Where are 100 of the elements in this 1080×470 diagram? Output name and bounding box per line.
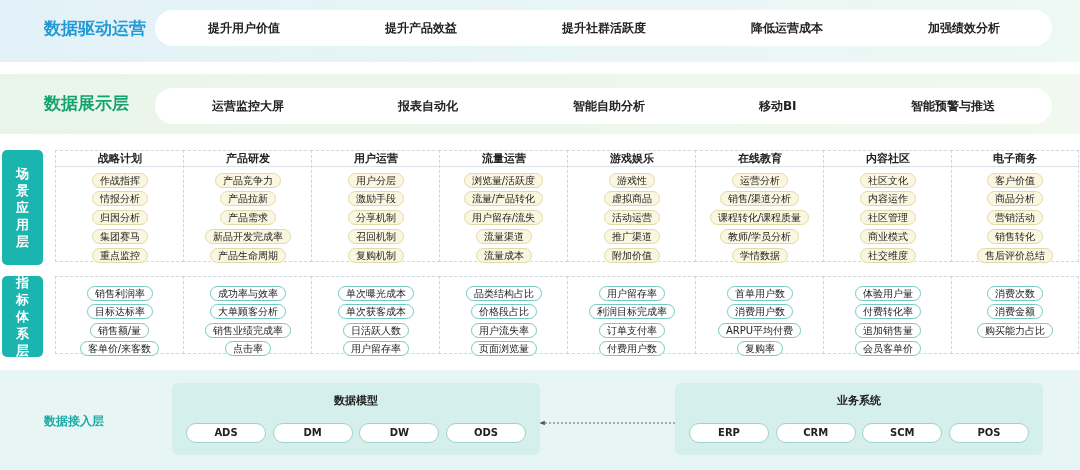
scene-tag: 产品生命周期	[209, 248, 286, 264]
metric-tag: 体验用户量	[854, 285, 921, 301]
scene-tag: 重点监控	[91, 248, 148, 264]
layer-title: 数据展示层	[44, 92, 129, 115]
scene-tag: 产品需求	[219, 210, 276, 226]
metric-tag: 购买能力占比	[977, 322, 1053, 338]
metric-tag: 付费用户数	[598, 341, 665, 356]
metric-tag: 复购率	[736, 341, 783, 356]
bar-item-text: 提升产品效益	[384, 19, 457, 37]
bar-item-text: 提升用户价值	[207, 19, 280, 37]
bar-item-text: 移动BI	[758, 97, 797, 115]
scene-tag: 营销活动	[987, 210, 1043, 226]
scene-tag: 浏览量/活跃度	[463, 172, 544, 188]
scene-tag: 销售/渠道分析	[719, 191, 800, 207]
column-header: 用户运营	[312, 151, 439, 167]
scene-tag: 分享机制	[347, 210, 404, 226]
scene-tag: 销售转化	[987, 229, 1043, 245]
scene-tag: 附加价值	[603, 248, 660, 264]
metric-tag: 用户留存率	[598, 285, 665, 301]
column-header: 在线教育	[696, 151, 823, 167]
system-panel	[675, 383, 1043, 455]
metric-tag: 大单顾客分析	[209, 304, 286, 319]
column-header: 产品研发	[184, 151, 311, 167]
table-column	[439, 276, 568, 354]
table-column	[183, 276, 312, 354]
scene-tag: 商业模式	[859, 229, 916, 245]
bar-item-text: 智能自助分析	[572, 97, 645, 115]
column-header: 游戏娱乐	[568, 151, 695, 167]
metric-tag: 消费次数	[987, 285, 1043, 301]
metric-tag: 价格段占比	[470, 304, 537, 319]
panel-title: 数据模型	[333, 393, 379, 408]
scene-tag: 活动运营	[603, 210, 660, 226]
table-column	[311, 276, 440, 354]
column-header: 战略计划	[56, 151, 183, 167]
column-header: 电子商务	[952, 151, 1078, 167]
scene-tag: 集团赛马	[91, 229, 148, 245]
system-pill: ADS	[186, 423, 266, 443]
metric-tag: 单次获客成本	[337, 304, 414, 319]
scene-tag: 用户留存/流失	[463, 210, 544, 226]
metric-tag: 日活跃人数	[342, 322, 409, 338]
scene-tag: 商品分析	[987, 191, 1043, 207]
scene-tag: 用户分层	[347, 172, 404, 188]
scene-tag: 流量/产品转化	[463, 191, 544, 207]
scene-tag: 售后评价总结	[977, 248, 1053, 264]
scene-tag: 游戏性	[608, 172, 655, 188]
table-column	[951, 276, 1079, 354]
layer-title: 数据驱动运营	[44, 17, 146, 40]
scene-tag: 课程转化/课程质量	[709, 210, 810, 226]
bar-item-text: 提升社群活跃度	[561, 19, 646, 37]
scene-tag: 产品竞争力	[214, 172, 281, 188]
metric-tag: 追加销售量	[854, 322, 921, 338]
scene-tag: 作战指挥	[91, 172, 148, 188]
scene-tag: 产品拉新	[219, 191, 276, 207]
scene-tag: 流量成本	[475, 248, 532, 264]
metric-tag: 销售额/量	[89, 322, 150, 338]
scene-tag: 客户价值	[987, 172, 1043, 188]
bar-item-text: 加强绩效分析	[927, 19, 1000, 37]
panel-title: 业务系统	[836, 393, 882, 408]
scene-tag: 教师/学员分析	[719, 229, 800, 245]
table-column	[183, 150, 312, 262]
metric-tag: 用户流失率	[470, 322, 537, 338]
scene-tag: 内容运作	[859, 191, 916, 207]
layer-title: 场景应用层	[15, 165, 30, 250]
system-pill: SCM	[862, 423, 943, 443]
metric-tag: 销售业绩完成率	[204, 322, 291, 338]
scene-tag: 复购机制	[347, 248, 404, 264]
bar-item-text: 报表自动化	[398, 97, 459, 115]
scene-tag: 新品开发完成率	[204, 229, 291, 245]
table-column	[567, 276, 696, 354]
system-pill: ODS	[445, 423, 526, 443]
metric-tag: 点击率	[224, 341, 271, 356]
table-column	[951, 150, 1079, 262]
metric-tag: ARPU平均付费	[717, 322, 802, 338]
column-header: 流量运营	[440, 151, 567, 167]
metric-tag: 用户留存率	[342, 341, 409, 356]
metric-tag: 页面浏览量	[470, 341, 537, 356]
metric-tag: 消费金额	[987, 304, 1043, 319]
bar-item-text: 降低运营成本	[750, 19, 823, 37]
table-column	[311, 150, 440, 262]
metric-tag: 订单支付率	[598, 322, 665, 338]
table-column	[55, 150, 184, 262]
scene-tag: 社区文化	[859, 172, 916, 188]
metric-tag: 目标达标率	[86, 304, 153, 319]
table-column	[695, 276, 824, 354]
layer-title: 指标体系层	[15, 274, 30, 359]
metric-tag: 首单用户数	[726, 285, 793, 301]
scene-tag: 流量渠道	[475, 229, 532, 245]
layer-band	[0, 370, 1080, 470]
scene-tag: 学情数据	[731, 248, 788, 264]
table-column	[695, 150, 824, 262]
scene-tag: 情报分析	[91, 191, 148, 207]
system-pill: ERP	[689, 423, 769, 443]
scene-tag: 社区管理	[859, 210, 916, 226]
system-pill: CRM	[775, 423, 856, 443]
table-column	[439, 150, 568, 262]
scene-tag: 运营分析	[731, 172, 788, 188]
metric-tag: 销售利润率	[86, 285, 153, 301]
table-column	[823, 150, 952, 262]
table-column	[823, 276, 952, 354]
layer-tab	[2, 150, 43, 265]
